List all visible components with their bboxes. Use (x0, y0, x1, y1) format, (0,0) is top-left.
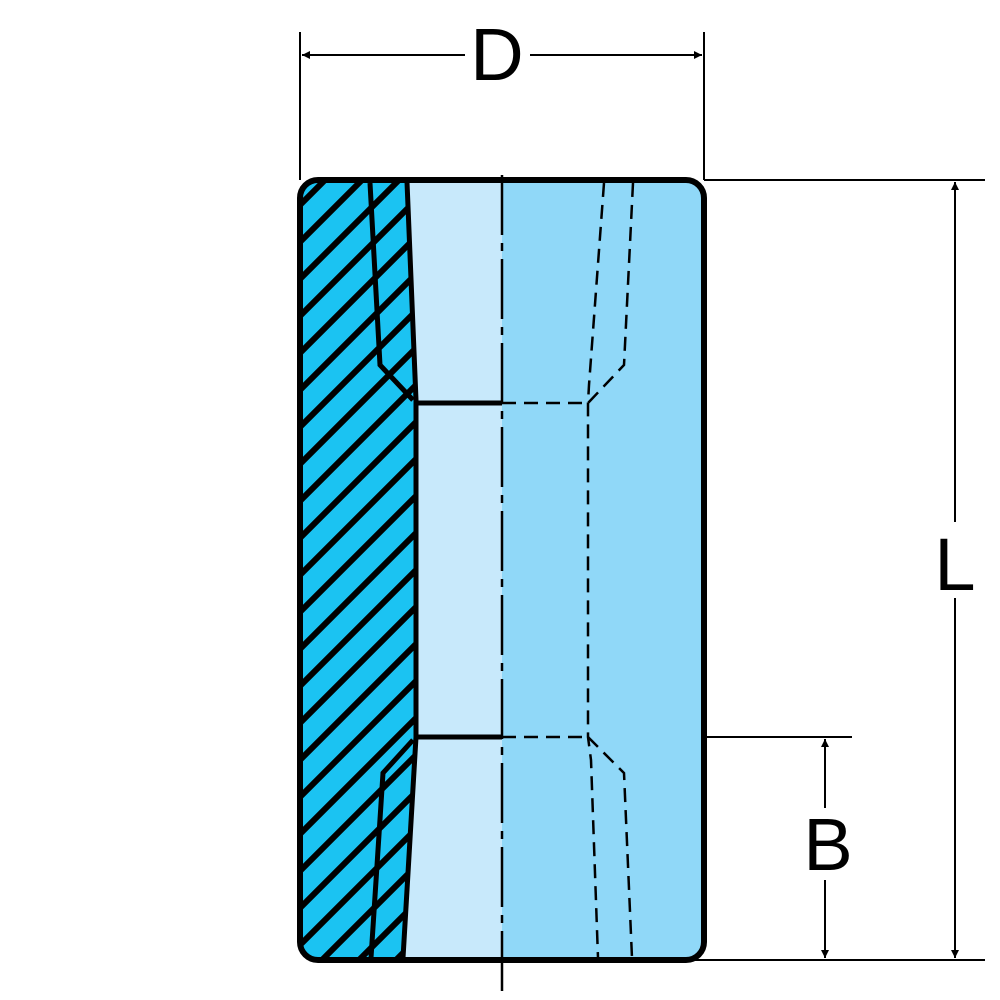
hatch-line (300, 516, 416, 657)
hatch-line (300, 405, 416, 546)
bore-section (403, 180, 502, 960)
hidden-lines (502, 182, 635, 959)
hatch-line (300, 331, 416, 472)
hatch-line (300, 294, 416, 435)
hatch-line (428, 963, 430, 965)
hatch-line (300, 479, 416, 620)
hatch-line (300, 590, 416, 731)
hatch-line (300, 257, 416, 398)
hatch-line (300, 442, 416, 583)
hatch-line (300, 627, 416, 768)
dimension-l (690, 179, 985, 961)
dimension-d (299, 32, 705, 180)
dimension-b-label: B (803, 803, 852, 886)
hatch-line (300, 180, 370, 250)
hatch-line (300, 701, 416, 842)
hatch-line (300, 553, 416, 694)
hatch-line (300, 812, 416, 953)
dimension-b (704, 736, 852, 958)
hatch-line (300, 775, 416, 916)
section-profile-lines (367, 181, 502, 959)
body-outline (297, 177, 707, 963)
hatch-line (300, 180, 407, 287)
dimension-d-label: D (470, 13, 523, 96)
dimension-l-label: L (934, 523, 975, 606)
hatch-line (300, 738, 416, 879)
hatch-line (351, 886, 416, 960)
hatch-line (300, 664, 416, 805)
